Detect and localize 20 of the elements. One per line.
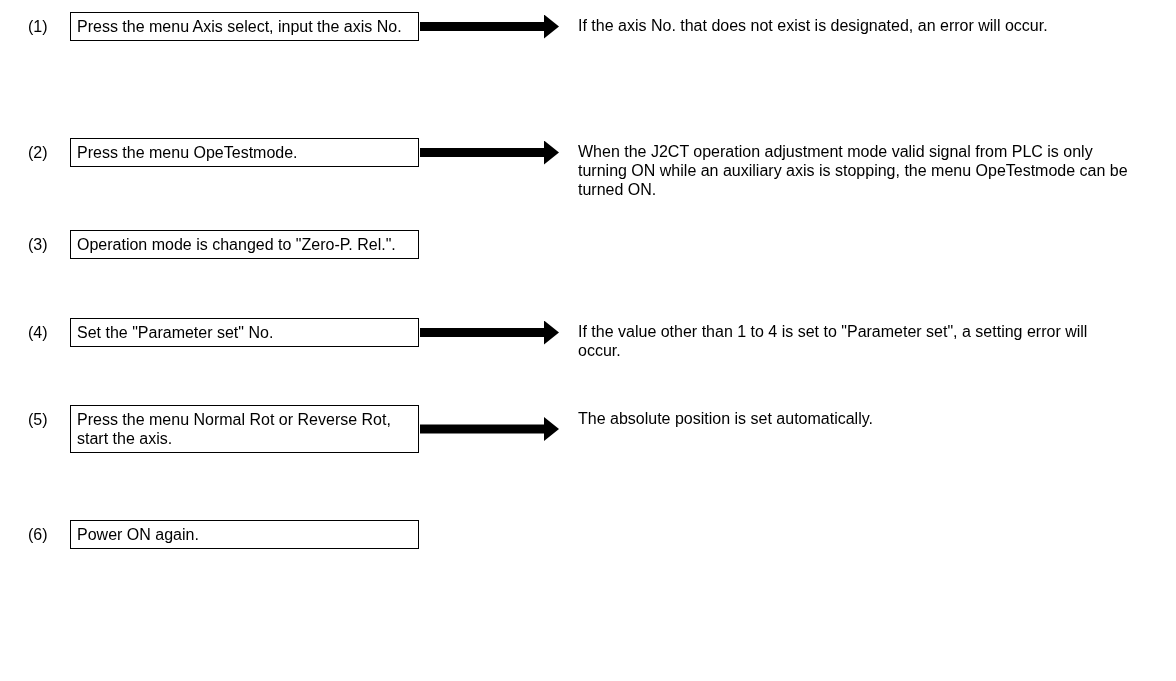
step-number: (4) bbox=[28, 323, 48, 342]
block-arrow bbox=[420, 140, 559, 165]
block-arrow bbox=[420, 14, 559, 39]
note-text: If the axis No. that does not exist is designated, an error will occur. bbox=[560, 16, 1133, 35]
step-box: Operation mode is changed to "Zero-P. Rel.". bbox=[70, 230, 419, 259]
step-box: Press the menu Axis select, input the axis No. bbox=[70, 12, 419, 41]
step-box: Power ON again. bbox=[70, 520, 419, 549]
step-number: (1) bbox=[28, 17, 48, 36]
step-box: Press the menu OpeTestmode. bbox=[70, 138, 419, 167]
block-arrow bbox=[420, 320, 559, 345]
step-number: (2) bbox=[28, 143, 48, 162]
step-number: (3) bbox=[28, 235, 48, 254]
step-number: (6) bbox=[28, 525, 48, 544]
block-arrow bbox=[420, 417, 559, 441]
note-text: The absolute position is set automatically. bbox=[560, 409, 1133, 428]
note-text: When the J2CT operation adjustment mode valid signal from PLC is only turning ON while an auxiliary axis is stopping, the menu OpeTestmode can be turned ON. bbox=[560, 142, 1133, 199]
note-text: If the value other than 1 to 4 is set to "Parameter set", a setting error will occur. bbox=[560, 322, 1133, 360]
step-number: (5) bbox=[28, 410, 48, 429]
step-box: Press the menu Normal Rot or Reverse Rot, start the axis. bbox=[70, 405, 419, 453]
step-box: Set the "Parameter set" No. bbox=[70, 318, 419, 347]
